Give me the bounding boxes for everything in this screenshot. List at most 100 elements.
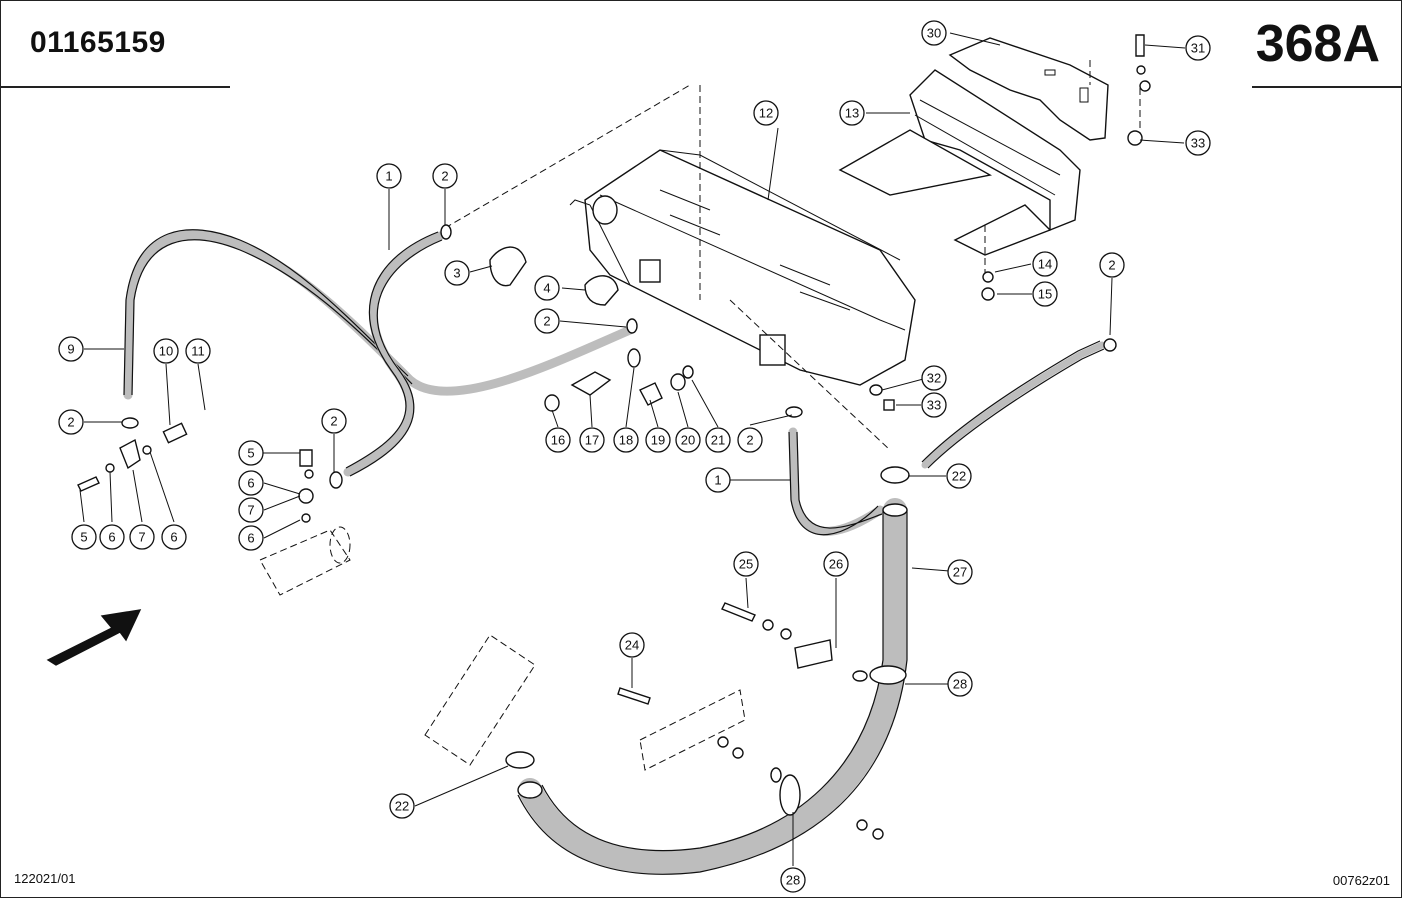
hose-9 — [123, 229, 635, 400]
callout-21-label: 21 — [711, 433, 725, 448]
part-number: 01165159 — [30, 26, 166, 59]
callout-18: 18 — [613, 427, 639, 453]
callout-15: 15 — [1032, 281, 1058, 307]
footer-left-code: 122021/01 — [14, 871, 76, 886]
callout-17: 17 — [579, 427, 605, 453]
callout-2: 2 — [737, 427, 763, 453]
callout-7-label: 7 — [138, 530, 145, 545]
callout-6: 6 — [238, 525, 264, 551]
callout-13: 13 — [839, 100, 865, 126]
callout-7: 7 — [129, 524, 155, 550]
clamp-28-lower — [770, 767, 801, 816]
callout-29-label: 30 — [927, 26, 941, 41]
arrow-icon — [46, 609, 142, 666]
callout-31: 32 — [921, 365, 947, 391]
callout-10-label: 10 — [159, 344, 173, 359]
callout-10: 10 — [153, 338, 179, 364]
callout-2: 2 — [1099, 252, 1125, 278]
callout-28-label: 28 — [786, 873, 800, 888]
callout-5-label: 5 — [80, 530, 87, 545]
page-code: 368A — [1255, 15, 1380, 73]
callout-24: 24 — [619, 632, 645, 658]
callout-30-label: 31 — [1191, 41, 1205, 56]
callout-26-label: 26 — [829, 557, 843, 572]
hose-2-right — [921, 340, 1106, 469]
callout-6-label: 6 — [108, 530, 115, 545]
callout-14: 14 — [1032, 251, 1058, 277]
callout-1: 1 — [376, 163, 402, 189]
callout-20: 20 — [675, 427, 701, 453]
callout-28: 28 — [947, 671, 973, 697]
hose-27 — [517, 498, 908, 875]
callout-15-label: 15 — [1038, 287, 1052, 302]
callout-5: 5 — [71, 524, 97, 550]
callout-2-label: 2 — [543, 314, 550, 329]
callout-1-label: 1 — [714, 473, 721, 488]
callout-2-label: 2 — [1108, 258, 1115, 273]
clamp-22-upper — [880, 466, 910, 484]
callout-6: 6 — [99, 524, 125, 550]
callout-26: 26 — [823, 551, 849, 577]
callout-22: 22 — [946, 463, 972, 489]
callout-5-label: 5 — [247, 446, 254, 461]
callout-6-label: 6 — [247, 476, 254, 491]
callout-2: 2 — [58, 409, 84, 435]
callout-9: 9 — [58, 336, 84, 362]
callout-31-label: 32 — [927, 371, 941, 386]
callout-13-label: 13 — [845, 106, 859, 121]
callout-28: 28 — [780, 867, 806, 893]
callout-16: 16 — [545, 427, 571, 453]
header-rule-right — [1252, 86, 1402, 88]
callout-12: 12 — [753, 100, 779, 126]
leader-lines — [79, 32, 1186, 866]
callout-2-label: 2 — [67, 415, 74, 430]
callout-22-label: 22 — [952, 469, 966, 484]
footer-right-code: 00762z01 — [1332, 873, 1390, 888]
callout-28-label: 28 — [953, 677, 967, 692]
callout-22-label: 22 — [395, 799, 409, 814]
callout-6-label: 6 — [170, 530, 177, 545]
callout-30: 31 — [1185, 35, 1211, 61]
callout-2-label: 2 — [746, 433, 753, 448]
tank-bracket — [838, 69, 1081, 256]
fittings — [77, 34, 1151, 840]
callout-27-label: 27 — [953, 565, 967, 580]
callout-33-label: 33 — [1191, 136, 1205, 151]
callout-19-label: 19 — [651, 433, 665, 448]
callout-2: 2 — [321, 408, 347, 434]
callout-32: 33 — [921, 392, 947, 418]
callout-3-label: 3 — [453, 266, 460, 281]
callout-32-label: 33 — [927, 398, 941, 413]
hose-1-lower — [788, 427, 885, 536]
callout-11-label: 11 — [191, 344, 205, 359]
callout-14-label: 14 — [1038, 257, 1052, 272]
callout-2: 2 — [432, 163, 458, 189]
callout-24-label: 24 — [625, 638, 639, 653]
callout-1-label: 1 — [385, 169, 392, 184]
callout-22: 22 — [389, 793, 415, 819]
callout-17-label: 17 — [585, 433, 599, 448]
callout-11: 11 — [185, 338, 211, 364]
callout-6: 6 — [161, 524, 187, 550]
callout-2-label: 2 — [441, 169, 448, 184]
callout-6: 6 — [238, 470, 264, 496]
callout-20-label: 20 — [681, 433, 695, 448]
callout-21: 21 — [705, 427, 731, 453]
callout-1: 1 — [705, 467, 731, 493]
callout-2-label: 2 — [330, 414, 337, 429]
callout-7: 7 — [238, 497, 264, 523]
callout-16-label: 16 — [551, 433, 565, 448]
callout-3: 3 — [444, 260, 470, 286]
callout-25: 25 — [733, 551, 759, 577]
callout-5: 5 — [238, 440, 264, 466]
fuel-tank — [569, 149, 916, 386]
callout-29: 30 — [921, 20, 947, 46]
callout-33: 33 — [1185, 130, 1211, 156]
clamp-22-lower — [505, 751, 535, 769]
callout-2: 2 — [534, 308, 560, 334]
callout-25-label: 25 — [739, 557, 753, 572]
callout-12-label: 12 — [759, 106, 773, 121]
callout-4: 4 — [534, 275, 560, 301]
